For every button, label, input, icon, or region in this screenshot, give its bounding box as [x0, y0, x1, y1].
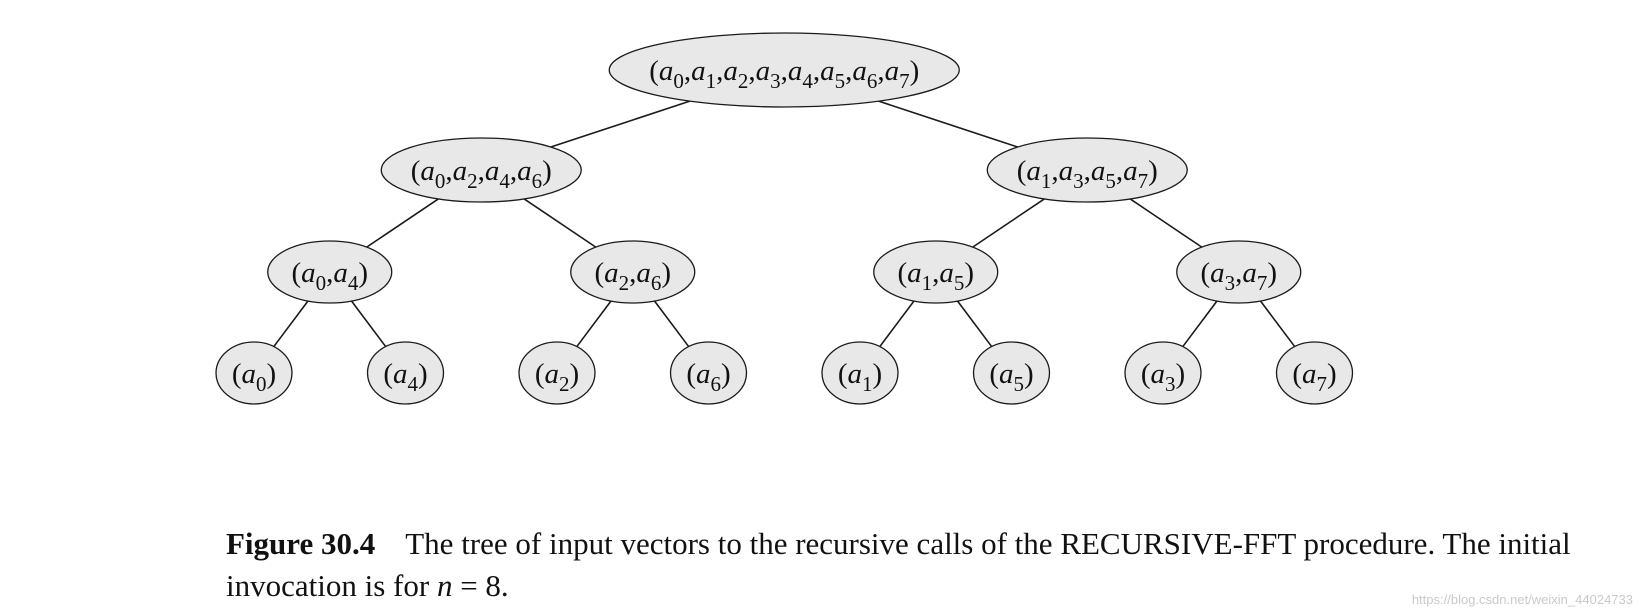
tree-node-ellipse	[669, 341, 748, 405]
tree-edges	[273, 100, 1296, 348]
tree-node-1-3-5-7: (a1,a3,a5,a7)	[986, 137, 1188, 203]
tree-edge	[1182, 300, 1218, 348]
tree-node-ellipse	[986, 137, 1188, 203]
tree-node-0-1-2-3-4-5-6-7: (a0,a1,a2,a3,a4,a5,a6,a7)	[608, 32, 960, 108]
tree-edge	[523, 198, 597, 248]
watermark: https://blog.csdn.net/weixin_44024733	[1411, 592, 1633, 607]
figure-label: Figure 30.4	[226, 526, 376, 561]
tree-node-1-5: (a1,a5)	[873, 240, 999, 304]
tree-node-6: (a6)	[669, 341, 748, 405]
tree-node-ellipse	[1176, 240, 1302, 304]
tree-node-label: (a6)	[686, 358, 730, 396]
tree-edge	[1259, 300, 1296, 348]
tree-node-5: (a5)	[972, 341, 1051, 405]
tree-node-label: (a1,a5)	[897, 257, 974, 295]
tree-node-label: (a1,a3,a5,a7)	[1017, 155, 1158, 193]
tree-node-2: (a2)	[518, 341, 596, 405]
tree-edge	[1129, 198, 1203, 248]
tree-node-ellipse	[821, 341, 899, 405]
tree-node-0-2-4-6: (a0,a2,a4,a6)	[380, 137, 582, 203]
tree-node-ellipse	[1124, 341, 1202, 405]
tree-edge	[878, 100, 1018, 148]
tree-edge	[550, 100, 691, 148]
tree-node-label: (a1)	[838, 358, 882, 396]
recursion-tree-diagram: (a0) (a4) (a0,a4) (a2) (a6) (a2,a6) (a0,a2,a4,…	[215, 32, 1354, 405]
caption-math-variable: n	[436, 568, 453, 603]
tree-node-label: (a2,a6)	[594, 257, 671, 295]
tree-node-label: (a4)	[383, 358, 427, 396]
caption-math-rest: = 8.	[452, 568, 509, 603]
tree-node-ellipse	[608, 32, 960, 108]
tree-node-3: (a3)	[1124, 341, 1202, 405]
tree-edge	[972, 198, 1045, 248]
tree-node-ellipse	[380, 137, 582, 203]
tree-edge	[956, 300, 993, 348]
tree-node-ellipse	[570, 240, 696, 304]
procedure-name-fft: -FFT	[1232, 526, 1296, 561]
tree-node-ellipse	[366, 341, 445, 405]
tree-node-7: (a7)	[1275, 341, 1354, 405]
procedure-name-rest: ECURSIVE	[1081, 526, 1233, 561]
tree-node-label: (a0)	[232, 358, 276, 396]
tree-node-ellipse	[1275, 341, 1354, 405]
tree-node-label: (a2)	[535, 358, 579, 396]
figure-caption: Figure 30.4 The tree of input vectors to …	[226, 523, 1636, 607]
tree-node-ellipse	[518, 341, 596, 405]
tree-node-1: (a1)	[821, 341, 899, 405]
tree-node-label: (a3,a7)	[1200, 257, 1277, 295]
tree-node-label: (a0,a4)	[291, 257, 368, 295]
tree-edge	[576, 300, 612, 348]
procedure-name-initial: R	[1060, 526, 1081, 561]
tree-node-label: (a7)	[1292, 358, 1336, 396]
caption-text-after: procedure. The initial invocation is for	[226, 526, 1571, 603]
tree-node-label: (a5)	[989, 358, 1033, 396]
tree-node-0-4: (a0,a4)	[267, 240, 393, 304]
tree-node-ellipse	[267, 240, 393, 304]
tree-edge	[350, 300, 387, 348]
tree-node-ellipse	[873, 240, 999, 304]
tree-edge	[879, 300, 915, 348]
tree-node-4: (a4)	[366, 341, 445, 405]
tree-edge	[273, 300, 309, 348]
tree-edge	[366, 198, 439, 248]
tree-edge	[653, 300, 690, 348]
tree-node-label: (a0,a2,a4,a6)	[411, 155, 552, 193]
tree-node-2-6: (a2,a6)	[570, 240, 696, 304]
tree-node-label: (a3)	[1141, 358, 1185, 396]
caption-text-before: The tree of input vectors to the recursi…	[405, 526, 1061, 561]
tree-node-0: (a0)	[215, 341, 293, 405]
tree-node-3-7: (a3,a7)	[1176, 240, 1302, 304]
tree-node-ellipse	[215, 341, 293, 405]
tree-node-label: (a0,a1,a2,a3,a4,a5,a6,a7)	[649, 55, 919, 93]
tree-nodes: (a0) (a4) (a0,a4) (a2) (a6) (a2,a6) (a0,a2,a4,…	[215, 32, 1354, 405]
tree-node-ellipse	[972, 341, 1051, 405]
